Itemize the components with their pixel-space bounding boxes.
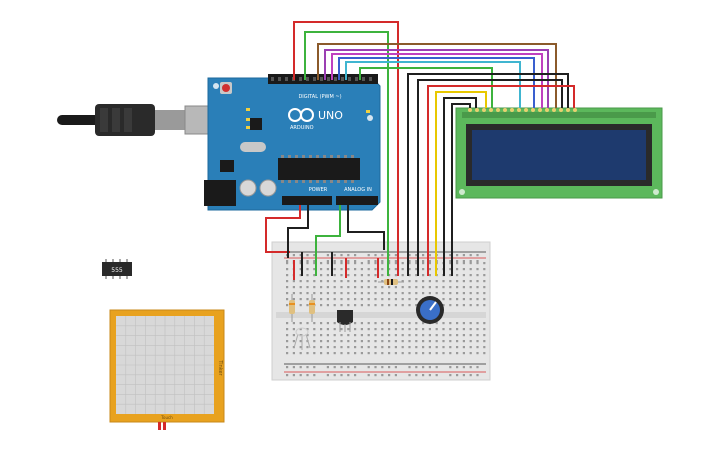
voltage-regulator	[220, 160, 234, 172]
potentiometer[interactable]	[416, 296, 444, 324]
led-tx	[246, 118, 250, 121]
lcd-pin	[566, 108, 570, 112]
capacitor-1	[239, 179, 257, 197]
led-l	[246, 108, 250, 111]
digital-label: DIGITAL (PWM ~)	[298, 94, 341, 100]
rgb-led[interactable]	[293, 327, 311, 350]
lcd-pin	[538, 108, 542, 112]
lcd-pin	[524, 108, 528, 112]
lcd-breadboard-wires	[407, 73, 575, 250]
analog-label: ANALOG IN	[344, 187, 372, 193]
lcd-pin	[573, 108, 577, 112]
crystal	[240, 142, 266, 152]
atmega-chip	[278, 158, 360, 180]
digital-header-pins	[271, 77, 372, 81]
usb-cable[interactable]	[57, 104, 214, 136]
ic-555[interactable]: 555	[102, 259, 132, 279]
board-model-label: UNO	[318, 109, 343, 122]
temperature-sensor[interactable]	[337, 310, 353, 332]
resistor-left-2[interactable]	[309, 294, 315, 322]
lcd-pin	[489, 108, 493, 112]
breadboard[interactable]	[271, 241, 491, 381]
arduino-wordmark: ARDUINO	[290, 125, 314, 131]
breadboard-jumpers	[293, 250, 453, 280]
touchscreen-side-label: Tinker	[217, 359, 223, 376]
touchscreen-panel[interactable]: Tinker Touch	[109, 309, 225, 430]
lcd-pin	[517, 108, 521, 112]
lcd-pin	[531, 108, 535, 112]
arduino-uno-board[interactable]: DIGITAL (PWM ~) UNO ARDUINO	[204, 74, 381, 211]
led-rx	[246, 126, 250, 129]
power-label: POWER	[309, 187, 328, 193]
lcd-pin	[468, 108, 472, 112]
lcd-pin	[559, 108, 563, 112]
lcd-pin	[510, 108, 514, 112]
power-jack[interactable]	[204, 180, 236, 206]
capacitor-2	[259, 179, 277, 197]
analog-header	[336, 196, 378, 205]
power-wires	[265, 205, 385, 276]
touchscreen-bottom-label: Touch	[160, 415, 173, 420]
lcd-pin	[545, 108, 549, 112]
lcd-pin	[482, 108, 486, 112]
lcd-pin	[475, 108, 479, 112]
lcd-pin	[552, 108, 556, 112]
ic-label: 555	[111, 267, 123, 274]
lcd-screen	[472, 130, 646, 180]
arduino-logo-icon	[288, 108, 314, 122]
touchscreen-grid	[116, 316, 214, 414]
lcd-16x2[interactable]	[455, 107, 663, 199]
breadboard-holes	[286, 254, 486, 377]
usb-chip	[250, 118, 262, 130]
led-on	[366, 110, 370, 113]
lcd-pin	[496, 108, 500, 112]
lcd-pin	[503, 108, 507, 112]
power-header	[282, 196, 332, 205]
resistor-horizontal[interactable]	[378, 279, 404, 285]
resistor-left-1[interactable]	[289, 294, 295, 322]
lcd-pin-header	[468, 108, 577, 112]
